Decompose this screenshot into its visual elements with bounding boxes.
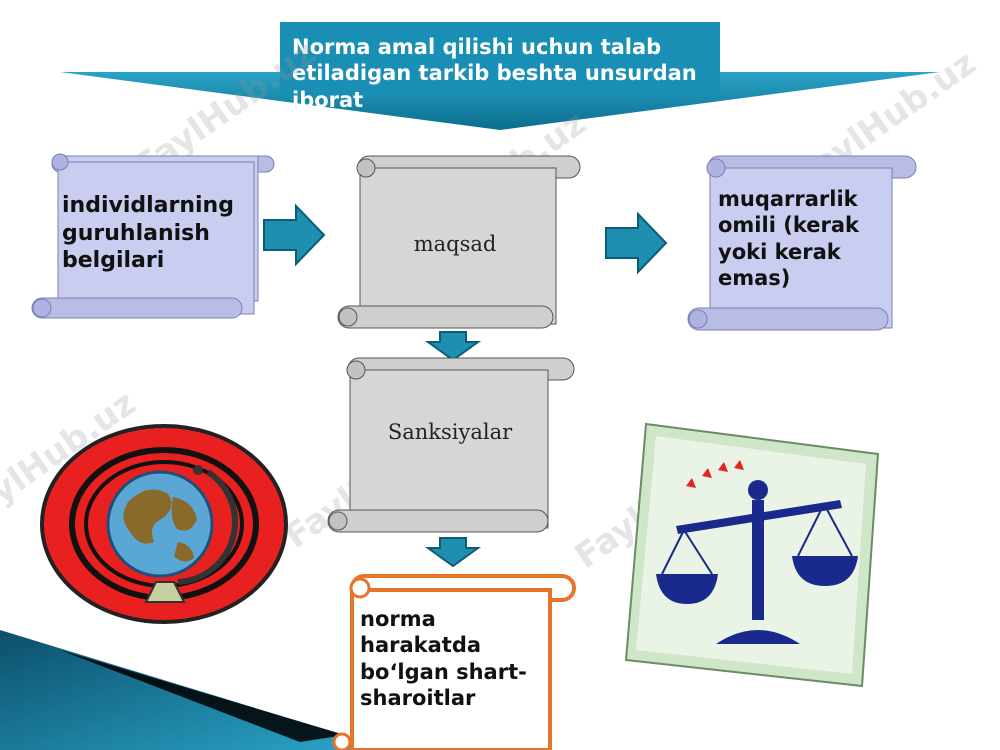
scroll-middle [327, 357, 575, 533]
scroll-right [687, 155, 917, 331]
scroll-middle-text: Sanksiyalar [387, 420, 513, 444]
scroll-bottom-text: norma harakatda bo‘lgan shart-sharoitlar [360, 607, 527, 710]
scroll-center [337, 155, 581, 329]
scales-of-justice-icon [624, 422, 880, 688]
title-banner [60, 22, 940, 130]
arrow-down-icon [424, 537, 482, 568]
arrow-right-icon [263, 203, 326, 267]
scroll-center-text: maqsad [413, 232, 497, 256]
banner-title: Norma amal qilishi uchun talab etiladiga… [292, 35, 697, 112]
globe-icon [40, 424, 288, 624]
scroll-left-text: individlarning guruhlanish belgilari [62, 193, 234, 273]
scroll-right-text: muqarrarlik omili (kerak yoki kerak emas… [718, 187, 859, 290]
arrow-right-icon [605, 211, 668, 275]
arrow-down-icon [424, 331, 482, 362]
corner-decoration [0, 630, 360, 750]
scroll-bottom [332, 574, 576, 750]
scroll-left [31, 153, 275, 319]
